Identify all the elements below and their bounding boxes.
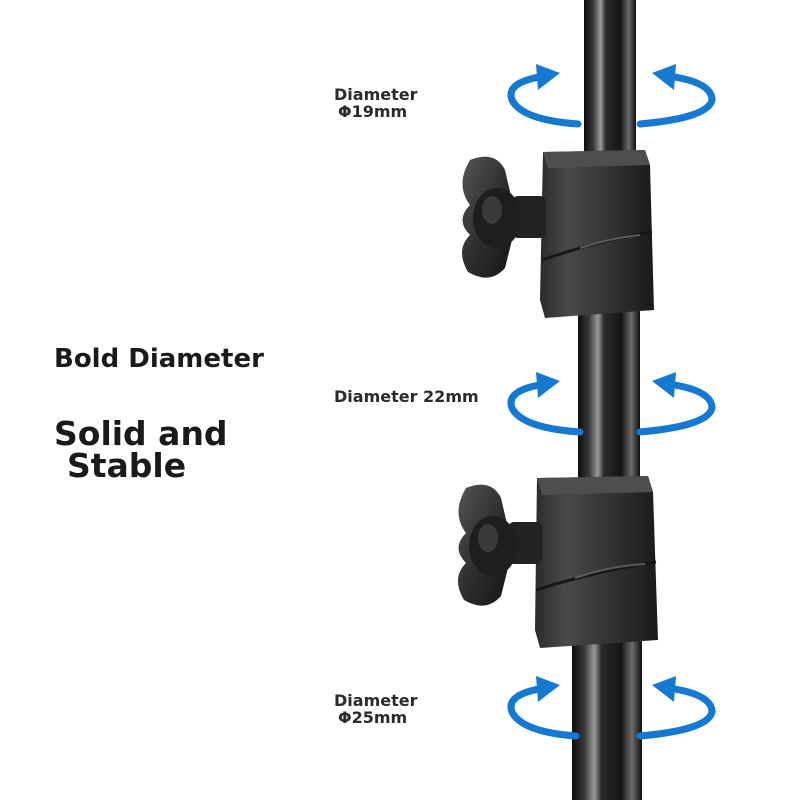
rotation-arrow-icon xyxy=(536,676,676,702)
lock-knob-icon xyxy=(457,484,542,606)
upper-clamp xyxy=(540,150,654,318)
top-diameter-label: Diameter Φ19mm xyxy=(334,86,417,120)
rotation-arrow-icon xyxy=(536,64,676,90)
solid-line: Solid and xyxy=(54,414,228,453)
bottom-diameter-title: Diameter xyxy=(334,691,418,710)
stable-line: Stable xyxy=(67,446,187,485)
rotation-arrow-icon xyxy=(536,372,676,398)
solid-stable-heading: Solid and Stable xyxy=(54,414,228,485)
pole-segment-top xyxy=(584,0,636,160)
rotation-arrow-icon xyxy=(507,684,716,740)
bottom-diameter-label: Diameter Φ25mm xyxy=(334,692,417,726)
bottom-diameter-value: Φ25mm xyxy=(338,708,408,727)
top-diameter-value: Φ19mm xyxy=(338,102,408,121)
bold-diameter-heading: Bold Diameter xyxy=(54,344,264,374)
top-diameter-title: Diameter xyxy=(334,85,418,104)
lock-knob-icon xyxy=(461,156,546,278)
pole-segment-middle xyxy=(578,300,640,500)
rotation-arrow-icon xyxy=(507,72,716,128)
lower-clamp xyxy=(535,476,658,648)
rotation-arrow-icon xyxy=(507,380,716,436)
middle-diameter-label: Diameter 22mm xyxy=(334,387,479,406)
